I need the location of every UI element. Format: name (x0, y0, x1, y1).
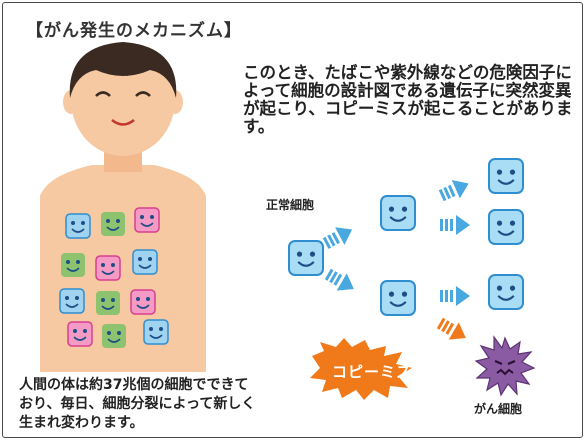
copy-error-label: コピーミス (332, 363, 413, 381)
body-cell (67, 321, 93, 347)
arrow-top-to-upper (438, 180, 469, 202)
normal-cell-gen1-bottom (380, 280, 416, 316)
body-cell (132, 249, 158, 275)
body-cell (59, 288, 85, 314)
body-cell (143, 319, 169, 345)
arrow-bottom-to-cancer (436, 317, 466, 340)
mouth (111, 119, 135, 126)
human-figure (40, 42, 206, 372)
normal-cell-gen2 (488, 158, 524, 194)
caption-text: 人間の体は約37兆個の細胞でできており、毎日、細胞分裂によって新しく生まれ変わり… (19, 377, 256, 431)
right-eye (135, 91, 151, 97)
hair (69, 42, 177, 98)
body-cell (130, 289, 156, 315)
body-cell (102, 324, 126, 348)
normal-cell-gen2 (488, 209, 524, 245)
arrow-top-to-middle (440, 215, 470, 235)
arrow-bottom-to-lower (440, 286, 470, 306)
arrow-origin-to-bottom (324, 268, 354, 291)
arrow-origin-to-top (322, 227, 353, 249)
cancer-cell (474, 335, 536, 397)
description-text: このとき、たばこや紫外線などの危険因子によって細胞の設計図である遺伝子に突然変異… (243, 63, 573, 136)
body-cell (65, 213, 91, 239)
left-eye (95, 91, 111, 97)
body-cell (96, 291, 120, 315)
body-cell (61, 253, 85, 277)
body-cell (134, 207, 160, 233)
normal-cell-origin (288, 240, 324, 276)
normal-cell-label: 正常細胞 (266, 198, 315, 212)
body-cell (95, 255, 121, 281)
head (71, 44, 175, 156)
body-cell (101, 212, 125, 236)
copy-error-burst (310, 338, 412, 400)
cancer-cell-label: がん細胞 (474, 402, 523, 416)
division-diagram (288, 158, 536, 400)
normal-cell-gen2 (488, 274, 524, 310)
diagram-frame (2, 2, 583, 438)
diagram-title: 【がん発生のメカニズム】 (26, 21, 242, 41)
body-cells (59, 207, 169, 348)
normal-cell-gen1-top (380, 195, 416, 231)
